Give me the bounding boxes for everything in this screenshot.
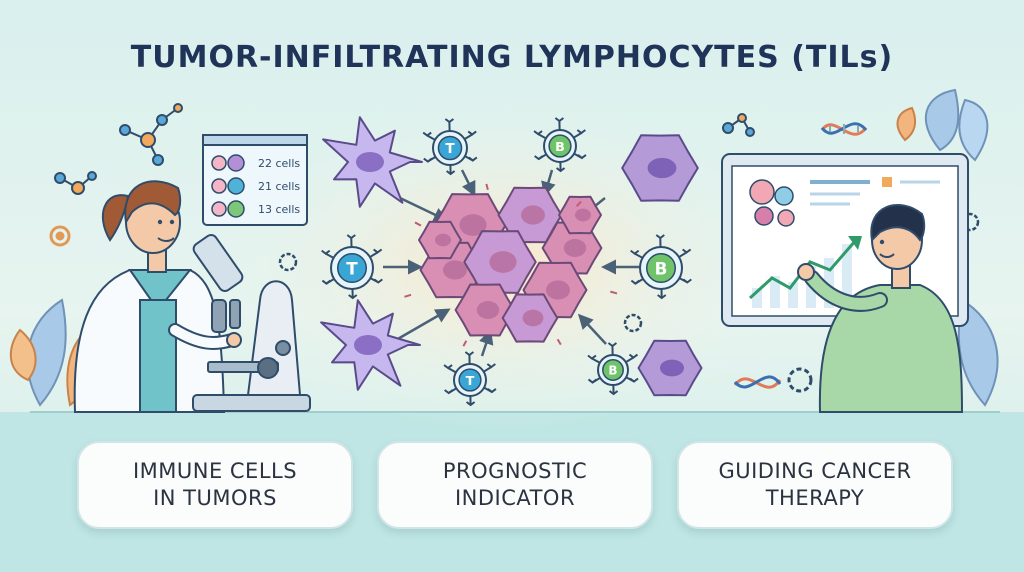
tumor-cell	[454, 283, 516, 337]
activity-mark	[414, 221, 422, 227]
molecule-icon	[54, 171, 97, 195]
microscope-icon	[192, 233, 311, 412]
activity-mark	[485, 183, 489, 191]
gear-icon	[278, 252, 298, 272]
b-cell-label: B	[655, 258, 668, 278]
molecule-icon	[119, 103, 183, 166]
scientist-left	[73, 180, 242, 413]
gear-icon	[49, 225, 71, 247]
info-card-therapy: GUIDING CANCER THERAPY	[677, 441, 953, 529]
macrophage	[637, 339, 703, 397]
activity-mark	[610, 290, 618, 295]
dna-icon	[733, 375, 782, 389]
cell-count-label: 21 cells	[258, 180, 300, 193]
b-cell-label: B	[555, 140, 565, 155]
t-cell: T	[443, 351, 497, 407]
tumor-cell	[541, 221, 603, 275]
cell-count-row: 22 cells	[211, 154, 300, 172]
dendritic-cell	[322, 116, 423, 208]
tumor-cluster	[418, 186, 603, 343]
tumor-cell	[501, 293, 559, 343]
tumor-cell	[558, 195, 602, 235]
b-cell-label: B	[608, 364, 617, 378]
t-cell: T	[321, 234, 383, 300]
tumor-cell	[418, 220, 462, 260]
cell-count-row: 21 cells	[211, 177, 300, 195]
cell-count-panel: 22 cells 21 cells 13 cells	[202, 134, 308, 226]
gear-icon	[787, 367, 813, 393]
dendritic-cell	[320, 299, 421, 391]
gear-icon	[623, 313, 643, 333]
dna-icon	[820, 122, 868, 136]
cell-count-row: 13 cells	[211, 200, 300, 218]
infiltration-arrows	[383, 169, 640, 357]
page-title: TUMOR-INFILTRATING LYMPHOCYTES (TILs)	[130, 40, 894, 75]
tumor-cell	[522, 261, 588, 319]
activity-mark	[462, 340, 468, 347]
b-cell: B	[587, 342, 639, 396]
activity-mark	[404, 293, 412, 298]
t-cell-label: T	[346, 258, 358, 278]
info-card-immune-cells: IMMUNE CELLS IN TUMORS	[77, 441, 353, 529]
immune-cells: T B T B T B	[320, 116, 703, 407]
scientist-right	[797, 204, 964, 413]
b-cell: B	[630, 234, 692, 300]
tumor-cell	[463, 230, 537, 294]
macrophage	[621, 134, 699, 202]
t-cell-label: T	[466, 374, 475, 389]
t-cell-label: T	[445, 141, 455, 157]
cell-count-label: 13 cells	[258, 203, 300, 216]
activity-mark	[575, 200, 582, 207]
b-cell: B	[533, 117, 587, 173]
t-cell: T	[422, 118, 478, 176]
molecule-icon	[722, 113, 755, 137]
cell-count-label: 22 cells	[258, 157, 300, 170]
info-card-prognostic: PROGNOSTIC INDICATOR	[377, 441, 653, 529]
activity-mark	[556, 338, 562, 346]
